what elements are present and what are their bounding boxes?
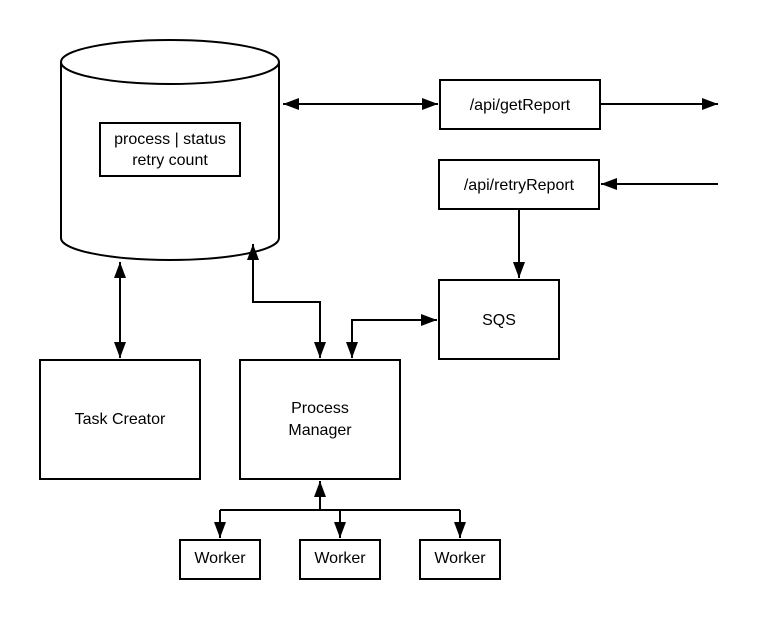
retry-report-node[interactable]: /api/retryReport <box>438 159 600 210</box>
task-creator-node[interactable]: Task Creator <box>39 359 201 480</box>
process-manager-line-2: Manager <box>288 422 352 439</box>
process-manager-line-1: Process <box>291 400 349 417</box>
get-report-node[interactable]: /api/getReport <box>439 79 601 130</box>
worker-node[interactable]: Worker <box>419 539 501 580</box>
database-schema-box <box>99 122 241 177</box>
worker-node[interactable]: Worker <box>179 539 261 580</box>
get-report-label: /api/getReport <box>470 97 571 114</box>
sqs-label: SQS <box>482 312 516 329</box>
sqs-node[interactable]: SQS <box>438 279 560 360</box>
process-manager-node[interactable]: Process Manager <box>239 359 401 480</box>
schema-line-1: process | status <box>114 131 226 148</box>
worker-label: Worker <box>314 550 366 567</box>
edge-process-manager-database <box>247 244 326 358</box>
worker-label: Worker <box>434 550 486 567</box>
worker-node[interactable]: Worker <box>299 539 381 580</box>
edge-sqs-process-manager <box>346 314 437 358</box>
retry-report-label: /api/retryReport <box>464 177 575 194</box>
task-creator-label: Task Creator <box>75 411 166 428</box>
schema-line-2: retry count <box>132 152 208 169</box>
database-cylinder[interactable]: process | status retry count <box>60 39 280 261</box>
worker-label: Worker <box>194 550 246 567</box>
